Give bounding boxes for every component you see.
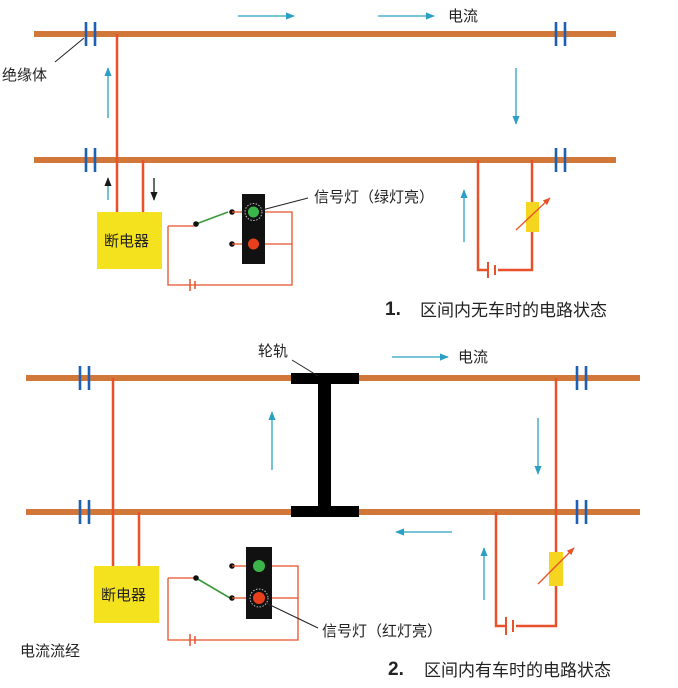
relay-contact	[195, 211, 229, 225]
resistor	[526, 202, 539, 232]
signal-housing	[242, 194, 265, 264]
breaker-box	[97, 212, 162, 269]
diagram-no-train: 绝缘体 断电器 电流 信号灯	[2, 7, 616, 321]
variable-arrow	[515, 197, 551, 231]
breaker-label: 断电器	[101, 586, 146, 604]
insulator-label: 绝缘体	[2, 66, 47, 84]
signal-circuit	[167, 578, 299, 641]
relay-contact	[195, 577, 231, 599]
signal-label: 信号灯（红灯亮）	[322, 622, 442, 640]
feed-wire	[498, 232, 534, 272]
signal-circuit	[264, 211, 293, 244]
signal-housing	[246, 547, 272, 619]
signal-pointer	[265, 602, 319, 629]
feed-wire	[476, 160, 488, 272]
red-lamp	[248, 238, 259, 250]
wheelset-label: 轮轨	[258, 342, 288, 360]
caption-number: 1.	[385, 299, 401, 320]
signal-circuit	[272, 565, 299, 598]
variable-arrow	[537, 547, 575, 585]
resistor	[549, 552, 563, 586]
current-label: 电流	[458, 348, 488, 366]
caption-number: 2.	[388, 659, 404, 680]
red-lamp	[253, 592, 265, 604]
breaker-label: 断电器	[104, 232, 149, 250]
caption-text: 区间内有车时的电路状态	[424, 661, 611, 681]
signal-label: 信号灯（绿灯亮）	[314, 188, 434, 206]
feed-wire	[494, 512, 506, 628]
diagram-with-train: 轮轨 电流 断电器 信号灯（红灯亮）	[20, 342, 640, 681]
green-lamp-glow	[244, 203, 263, 221]
contact-point	[193, 221, 199, 227]
flow-label: 电流流经	[20, 642, 80, 660]
feed-wire	[516, 586, 558, 628]
contact-point	[193, 575, 199, 581]
signal-pointer	[261, 197, 309, 211]
caption-text: 区间内无车时的电路状态	[420, 301, 607, 321]
insulator-pointer	[54, 37, 85, 63]
breaker-box	[94, 566, 159, 623]
current-label: 电流	[448, 7, 478, 25]
insulator-joints	[84, 22, 567, 172]
signal-circuit	[167, 226, 293, 286]
insulator-joints	[78, 366, 588, 524]
green-lamp	[248, 206, 259, 218]
wheelset	[291, 373, 359, 517]
wheelset-pointer	[291, 359, 319, 377]
green-lamp	[253, 560, 265, 572]
red-lamp-glow	[249, 588, 269, 608]
